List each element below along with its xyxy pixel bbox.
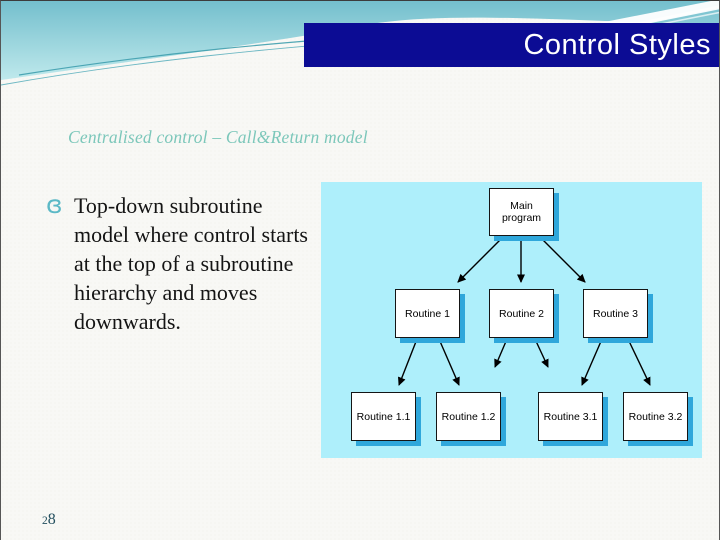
page-number: 28	[42, 511, 56, 528]
diagram-node-main-program: Main program	[489, 188, 554, 236]
diagram-node-routine-3: Routine 3	[583, 289, 648, 338]
slide-title: Control Styles	[523, 28, 711, 61]
ornament-bullet-icon: ɞ	[46, 190, 63, 219]
title-bar: Control Styles	[304, 23, 719, 67]
call-return-diagram: Main program Routine 1 Routine 2 Routine…	[321, 182, 702, 458]
slide-subtitle: Centralised control – Call&Return model	[68, 127, 368, 147]
diagram-node-routine-1-2: Routine 1.2	[436, 392, 501, 441]
diagram-node-routine-3-2: Routine 3.2	[623, 392, 688, 441]
bullet-block: ɞ Top-down subroutine model where contro…	[46, 191, 316, 336]
diagram-node-routine-1-1: Routine 1.1	[351, 392, 416, 441]
diagram-node-routine-3-1: Routine 3.1	[538, 392, 603, 441]
bullet-text: Top-down subroutine model where control …	[74, 193, 308, 334]
diagram-node-routine-2: Routine 2	[489, 289, 554, 338]
diagram-node-routine-1: Routine 1	[395, 289, 460, 338]
diagram-arrows	[398, 236, 651, 386]
